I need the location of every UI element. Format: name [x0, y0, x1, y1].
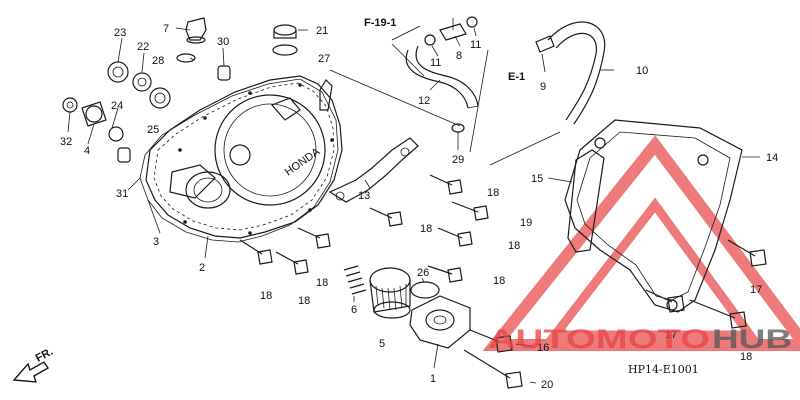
- bolt-part-18-e: [239, 239, 273, 265]
- tube-part-27: [319, 79, 333, 111]
- breather-tube-part-12: [405, 45, 479, 109]
- bolt-part-18-c: [437, 227, 473, 247]
- part-label-20: 20: [541, 379, 553, 391]
- part-label-4: 4: [84, 145, 90, 157]
- o-ring-part-28: [176, 53, 196, 63]
- bolt-part-16: [469, 329, 513, 353]
- part-label-12: 12: [418, 95, 430, 107]
- part-label-9: 9: [540, 81, 546, 93]
- part-label-32: 32: [60, 136, 72, 148]
- hose-part-10: [535, 21, 606, 125]
- chain-guide-part-15: [567, 149, 605, 253]
- part-label-29: 29: [452, 154, 464, 166]
- bearing-part-unlabeled: [149, 87, 171, 109]
- part-label-11-b: 11: [470, 39, 481, 51]
- part-label-24: 24: [111, 100, 123, 112]
- dowel-part-31: [117, 147, 131, 163]
- part-label-28: 28: [152, 55, 164, 67]
- part-label-18-h: 18: [740, 351, 752, 363]
- bracket-part-13: [328, 137, 419, 203]
- part-label-15: 15: [531, 173, 543, 185]
- watermark-word-a: AUTOMOTO: [488, 324, 710, 354]
- part-label-21: 21: [316, 25, 328, 37]
- washer-part-32: [62, 97, 78, 113]
- oil-filter-cover-part-1: [409, 295, 471, 349]
- ref-label-e1: E-1: [508, 71, 525, 83]
- part-label-27: 27: [318, 53, 330, 65]
- seal-part-24: [108, 126, 124, 142]
- part-label-19: 19: [520, 217, 532, 229]
- part-label-11-a: 11: [430, 57, 441, 69]
- watermark-triangle-outer: [482, 135, 800, 351]
- ref-label-f19: F-19-1: [364, 17, 396, 29]
- gasket-part-3: [139, 78, 339, 243]
- part-label-8: 8: [456, 50, 462, 62]
- diagram-code: HP14-E1001: [628, 363, 699, 376]
- watermark-triangle-inner: [545, 197, 759, 340]
- leader-lines: [67, 25, 760, 384]
- part-label-5: 5: [379, 338, 385, 350]
- part-label-10: 10: [636, 65, 648, 77]
- part-label-6: 6: [351, 304, 357, 316]
- part-label-3: 3: [153, 236, 159, 248]
- bolt-part-19: [451, 201, 489, 221]
- part-label-7: 7: [163, 23, 169, 35]
- part-label-26: 26: [417, 267, 429, 279]
- bolt-part-17-b: [645, 289, 685, 313]
- oil-filler-cap-part-7: [185, 17, 207, 44]
- ring-part-22: [132, 72, 152, 92]
- bolt-part-18-h: [689, 299, 747, 329]
- part-label-1: 1: [430, 373, 436, 385]
- part-label-16: 16: [537, 342, 549, 354]
- oil-filter-part-5: [369, 267, 411, 319]
- part-label-13: 13: [358, 190, 370, 202]
- plug-part-21: [272, 24, 298, 56]
- watermark-text: AUTOMOTO HUB: [488, 324, 792, 354]
- shaft-part-4: [81, 101, 107, 127]
- bolt-part-18-b: [369, 207, 403, 227]
- front-label: FR.: [34, 346, 55, 365]
- part-label-18-e: 18: [260, 290, 272, 302]
- cover-brand-emblem: HONDA: [283, 145, 323, 178]
- joint-part-8: [439, 18, 467, 41]
- part-label-30: 30: [217, 36, 229, 48]
- o-ring-part-26: [410, 281, 440, 299]
- front-direction-arrow: [12, 361, 49, 383]
- part-label-31: 31: [116, 188, 128, 200]
- bolt-part-18-d: [427, 265, 463, 283]
- clip-part-11-b: [466, 16, 478, 28]
- seal-part-23: [107, 61, 129, 83]
- part-label-2: 2: [199, 262, 205, 274]
- part-label-23: 23: [114, 27, 126, 39]
- part-label-25: 25: [147, 124, 159, 136]
- bolt-part-18-f: [275, 251, 309, 275]
- bolt-part-20: [463, 349, 523, 389]
- part-label-22: 22: [137, 41, 149, 53]
- watermark-word-b: HUB: [712, 324, 792, 354]
- watermark-logo: [482, 135, 800, 351]
- part-label-17-b: 17: [665, 329, 677, 341]
- spring-part-6: [343, 265, 367, 295]
- part-label-18-b: 18: [420, 223, 432, 235]
- crankcase-cover-part-2: HONDA: [145, 75, 343, 239]
- bolt-part-18-a: [429, 174, 463, 195]
- part-label-18-c: 18: [508, 240, 520, 252]
- bolt-part-17-a: [727, 239, 767, 267]
- part-label-17-a: 17: [750, 284, 762, 296]
- bolt-part-18-g: [297, 227, 331, 249]
- part-label-18-f: 18: [298, 295, 310, 307]
- clip-part-11-a: [424, 34, 436, 46]
- part-label-18-a: 18: [487, 187, 499, 199]
- part-label-18-g: 18: [316, 277, 328, 289]
- part-label-14: 14: [766, 152, 778, 164]
- part-label-18-d: 18: [493, 275, 505, 287]
- collar-part-30: [217, 65, 231, 81]
